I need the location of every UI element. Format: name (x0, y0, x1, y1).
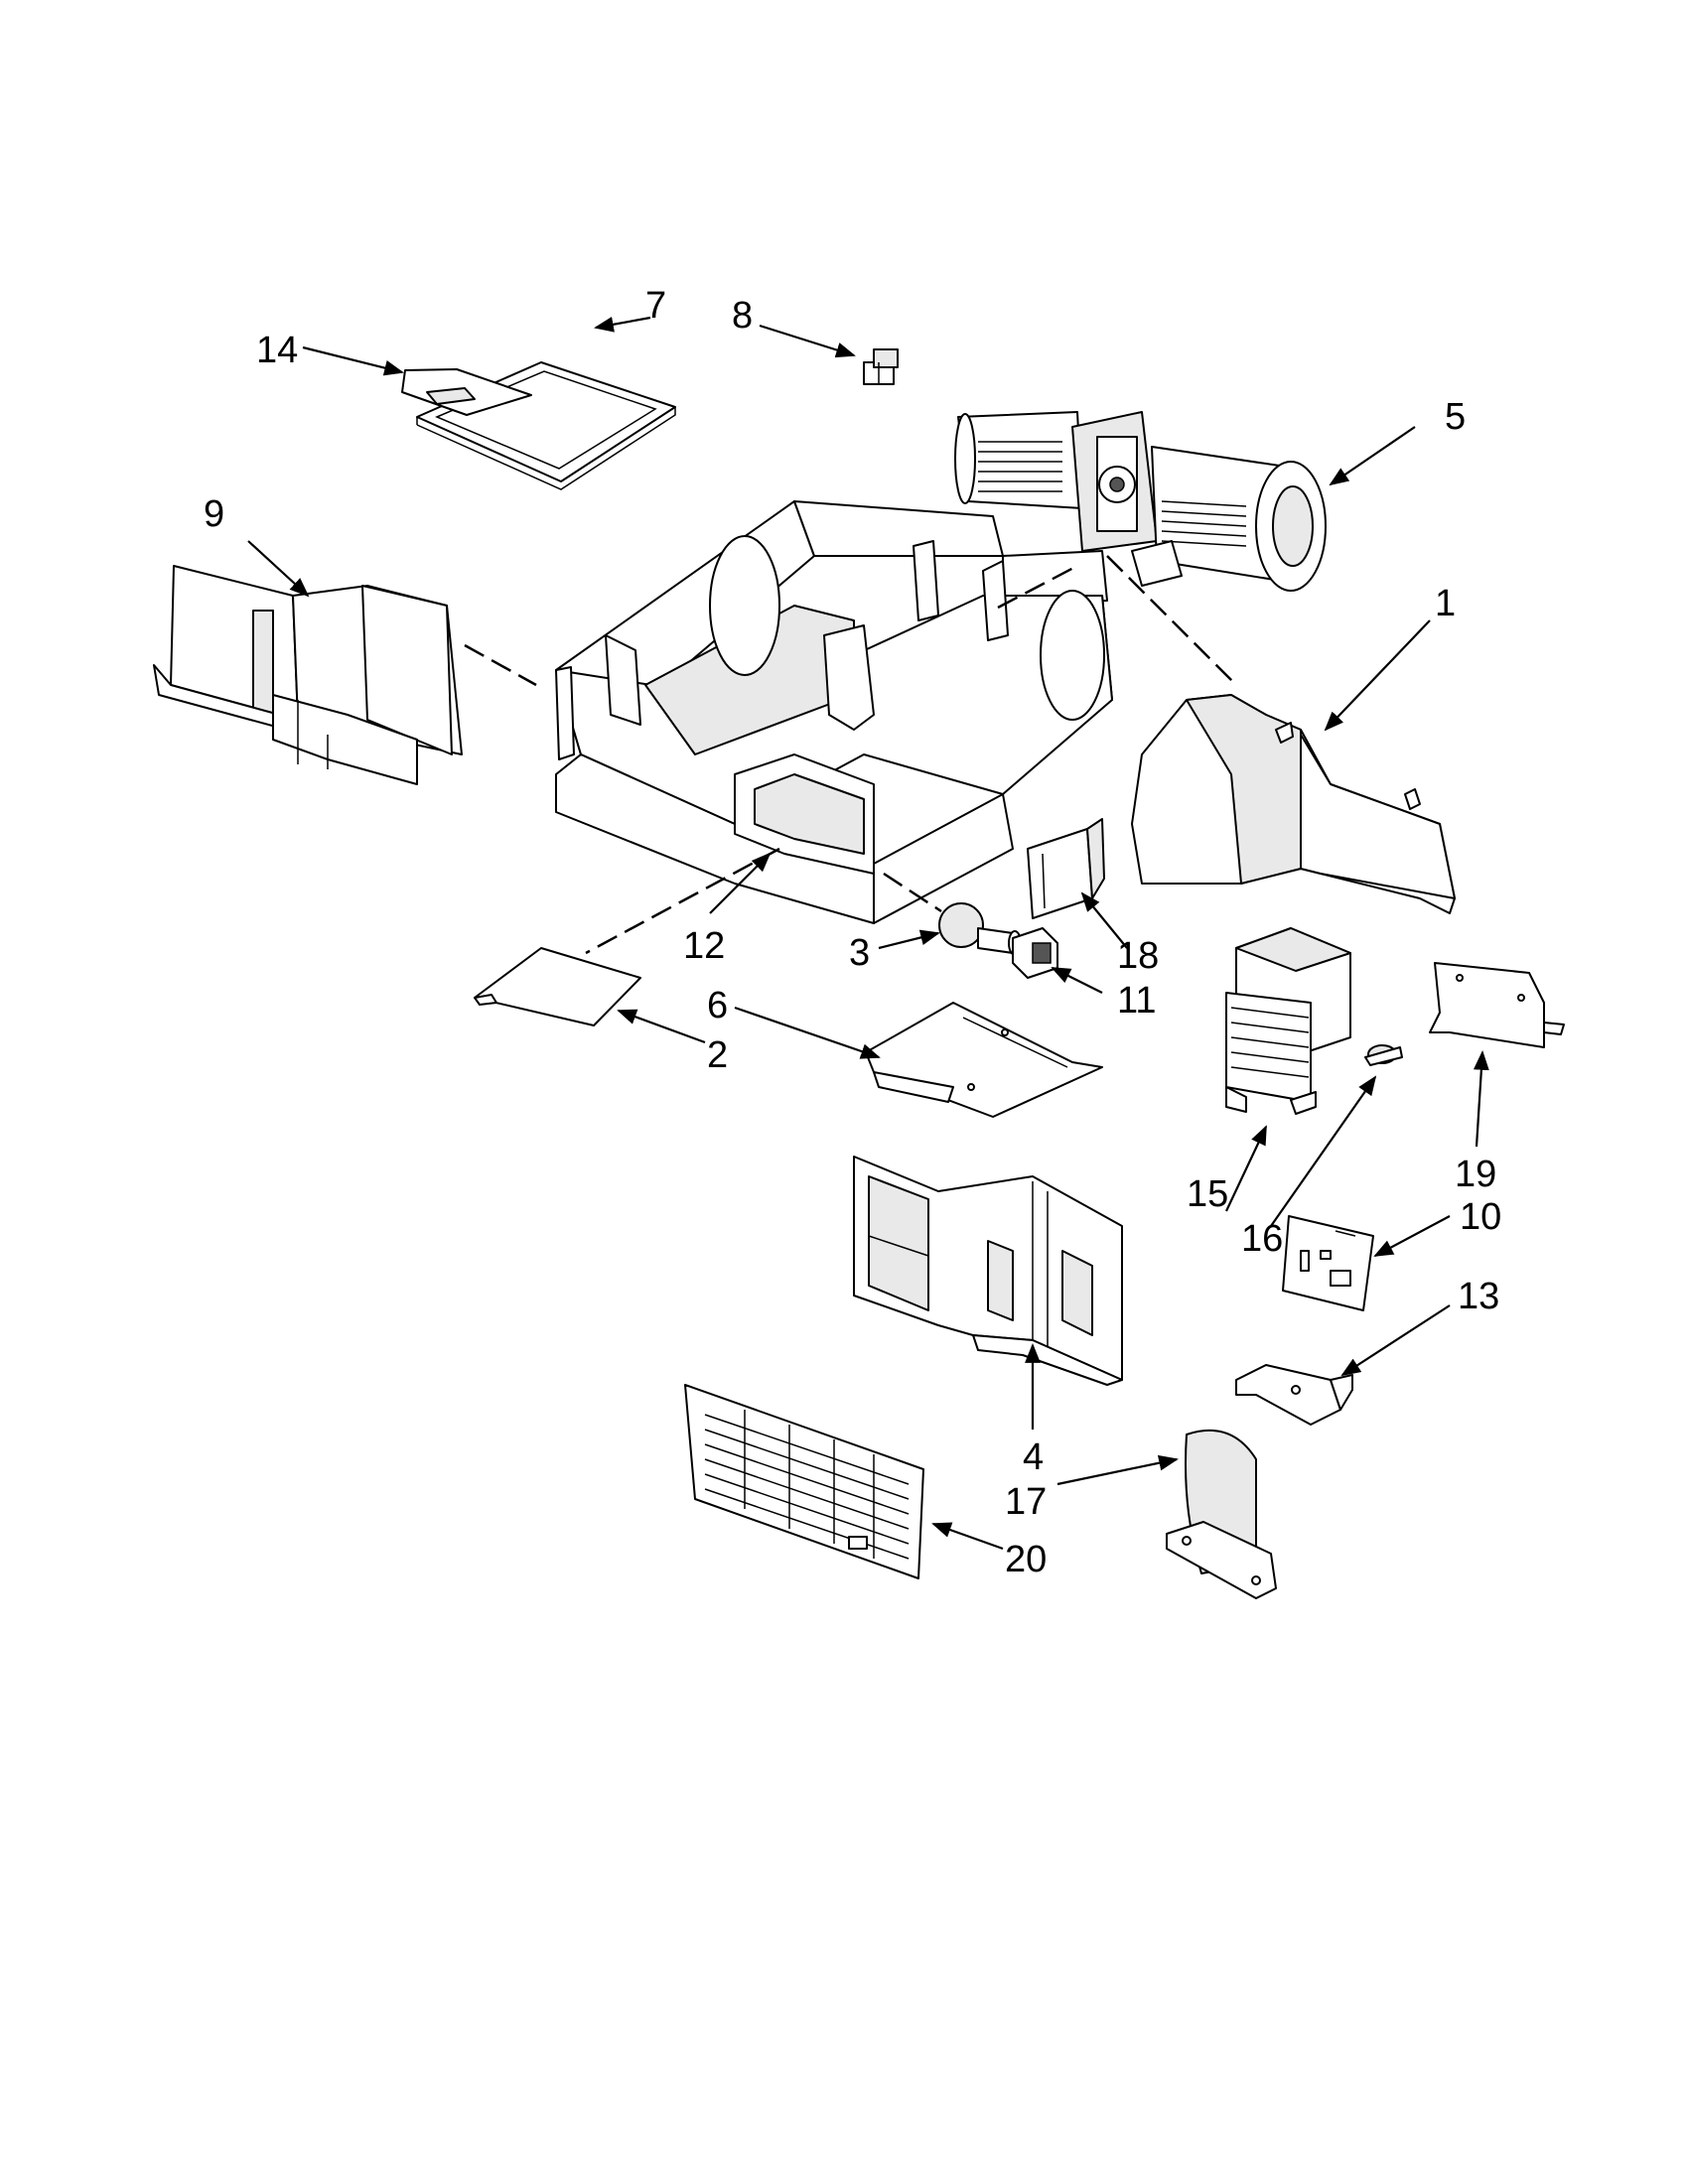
callout-20: 20 (1005, 1539, 1047, 1580)
part-14-plate (401, 368, 532, 416)
callout-6: 6 (707, 985, 728, 1026)
part-19-bracket-plate (1429, 962, 1565, 1048)
callout-4: 4 (1023, 1436, 1044, 1478)
callout-19: 19 (1455, 1154, 1496, 1195)
callout-7: 7 (645, 285, 666, 327)
part-6-cover (865, 1002, 1103, 1118)
callout-15: 15 (1187, 1173, 1228, 1215)
part-2-cover-plate (474, 947, 641, 1026)
main-cavity-frame (555, 500, 1113, 924)
callout-1: 1 (1435, 583, 1456, 624)
part-8-switch (863, 348, 899, 385)
part-10-control-board (1282, 1215, 1374, 1311)
callout-2: 2 (707, 1034, 728, 1076)
part-15-transformer (1225, 927, 1351, 1115)
callout-17: 17 (1005, 1481, 1047, 1523)
part-13-mounting-bracket (1235, 1364, 1353, 1426)
callout-10: 10 (1460, 1196, 1501, 1238)
callout-12: 12 (683, 925, 725, 967)
leader-lines (247, 316, 1489, 1551)
callout-14: 14 (256, 330, 298, 371)
part-20-grille (684, 1384, 924, 1579)
part-3-lamp-bulb (938, 902, 1022, 956)
part-1-duct (1131, 694, 1456, 914)
part-9-vent-panel (153, 565, 463, 785)
part-11-lamp-socket (1012, 927, 1058, 979)
part-17-air-guide (1166, 1429, 1277, 1599)
callout-18: 18 (1117, 935, 1159, 977)
part-5-blower-motor (954, 411, 1327, 592)
callout-9: 9 (204, 493, 224, 535)
callout-16: 16 (1241, 1218, 1283, 1260)
assembly-lines (464, 555, 1237, 955)
callout-11: 11 (1117, 980, 1156, 1022)
part-18-bracket (1027, 818, 1105, 919)
callout-8: 8 (732, 295, 753, 337)
callout-5: 5 (1445, 396, 1466, 438)
part-4-panel (853, 1156, 1123, 1386)
callout-3: 3 (849, 932, 870, 974)
part-16-thermal-cutout (1364, 1044, 1403, 1066)
callout-labels: 7 8 5 14 9 1 12 3 18 11 6 2 15 16 19 10 … (204, 285, 1501, 1580)
callout-13: 13 (1458, 1276, 1499, 1317)
